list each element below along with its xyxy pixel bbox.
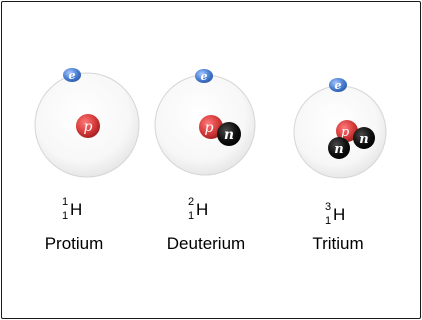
isotope-name: Tritium (312, 234, 363, 253)
mass-number: 1 (62, 196, 68, 208)
svg-text:e: e (69, 69, 76, 82)
isotope-protium: e p 1 1 H Protium (34, 68, 140, 253)
mass-number: 3 (325, 201, 331, 213)
atomic-number: 1 (62, 210, 68, 222)
isotope-name: Protium (45, 234, 104, 253)
isotope-notation: 2 1 H (188, 196, 208, 222)
svg-text:n: n (359, 132, 368, 147)
electron: e (195, 69, 213, 83)
isotope-name: Deuterium (167, 234, 245, 253)
svg-text:e: e (201, 70, 208, 83)
proton: p (76, 114, 100, 138)
electron: e (63, 68, 81, 82)
svg-text:e: e (335, 79, 342, 92)
isotope-deuterium: e p n 2 1 H Deuterium (154, 69, 256, 253)
neutron: n (353, 127, 375, 149)
neutron: n (217, 122, 241, 146)
svg-text:p: p (84, 119, 93, 135)
isotope-notation: 1 1 H (62, 196, 82, 222)
isotope-notation: 3 1 H (325, 201, 345, 227)
proton: p (336, 120, 358, 142)
atomic-number: 1 (325, 215, 331, 227)
element-symbol: H (196, 200, 208, 219)
mass-number: 2 (188, 196, 194, 208)
svg-text:n: n (224, 127, 234, 143)
svg-text:p: p (341, 125, 350, 140)
electron: e (329, 78, 347, 92)
svg-text:n: n (334, 142, 343, 157)
svg-text:p: p (205, 120, 214, 136)
element-symbol: H (333, 205, 345, 224)
isotope-tritium: e p n n 3 1 H Tritium (293, 78, 387, 253)
neutron: n (328, 137, 350, 159)
element-symbol: H (70, 200, 82, 219)
proton: p (199, 115, 223, 139)
atomic-number: 1 (188, 210, 194, 222)
